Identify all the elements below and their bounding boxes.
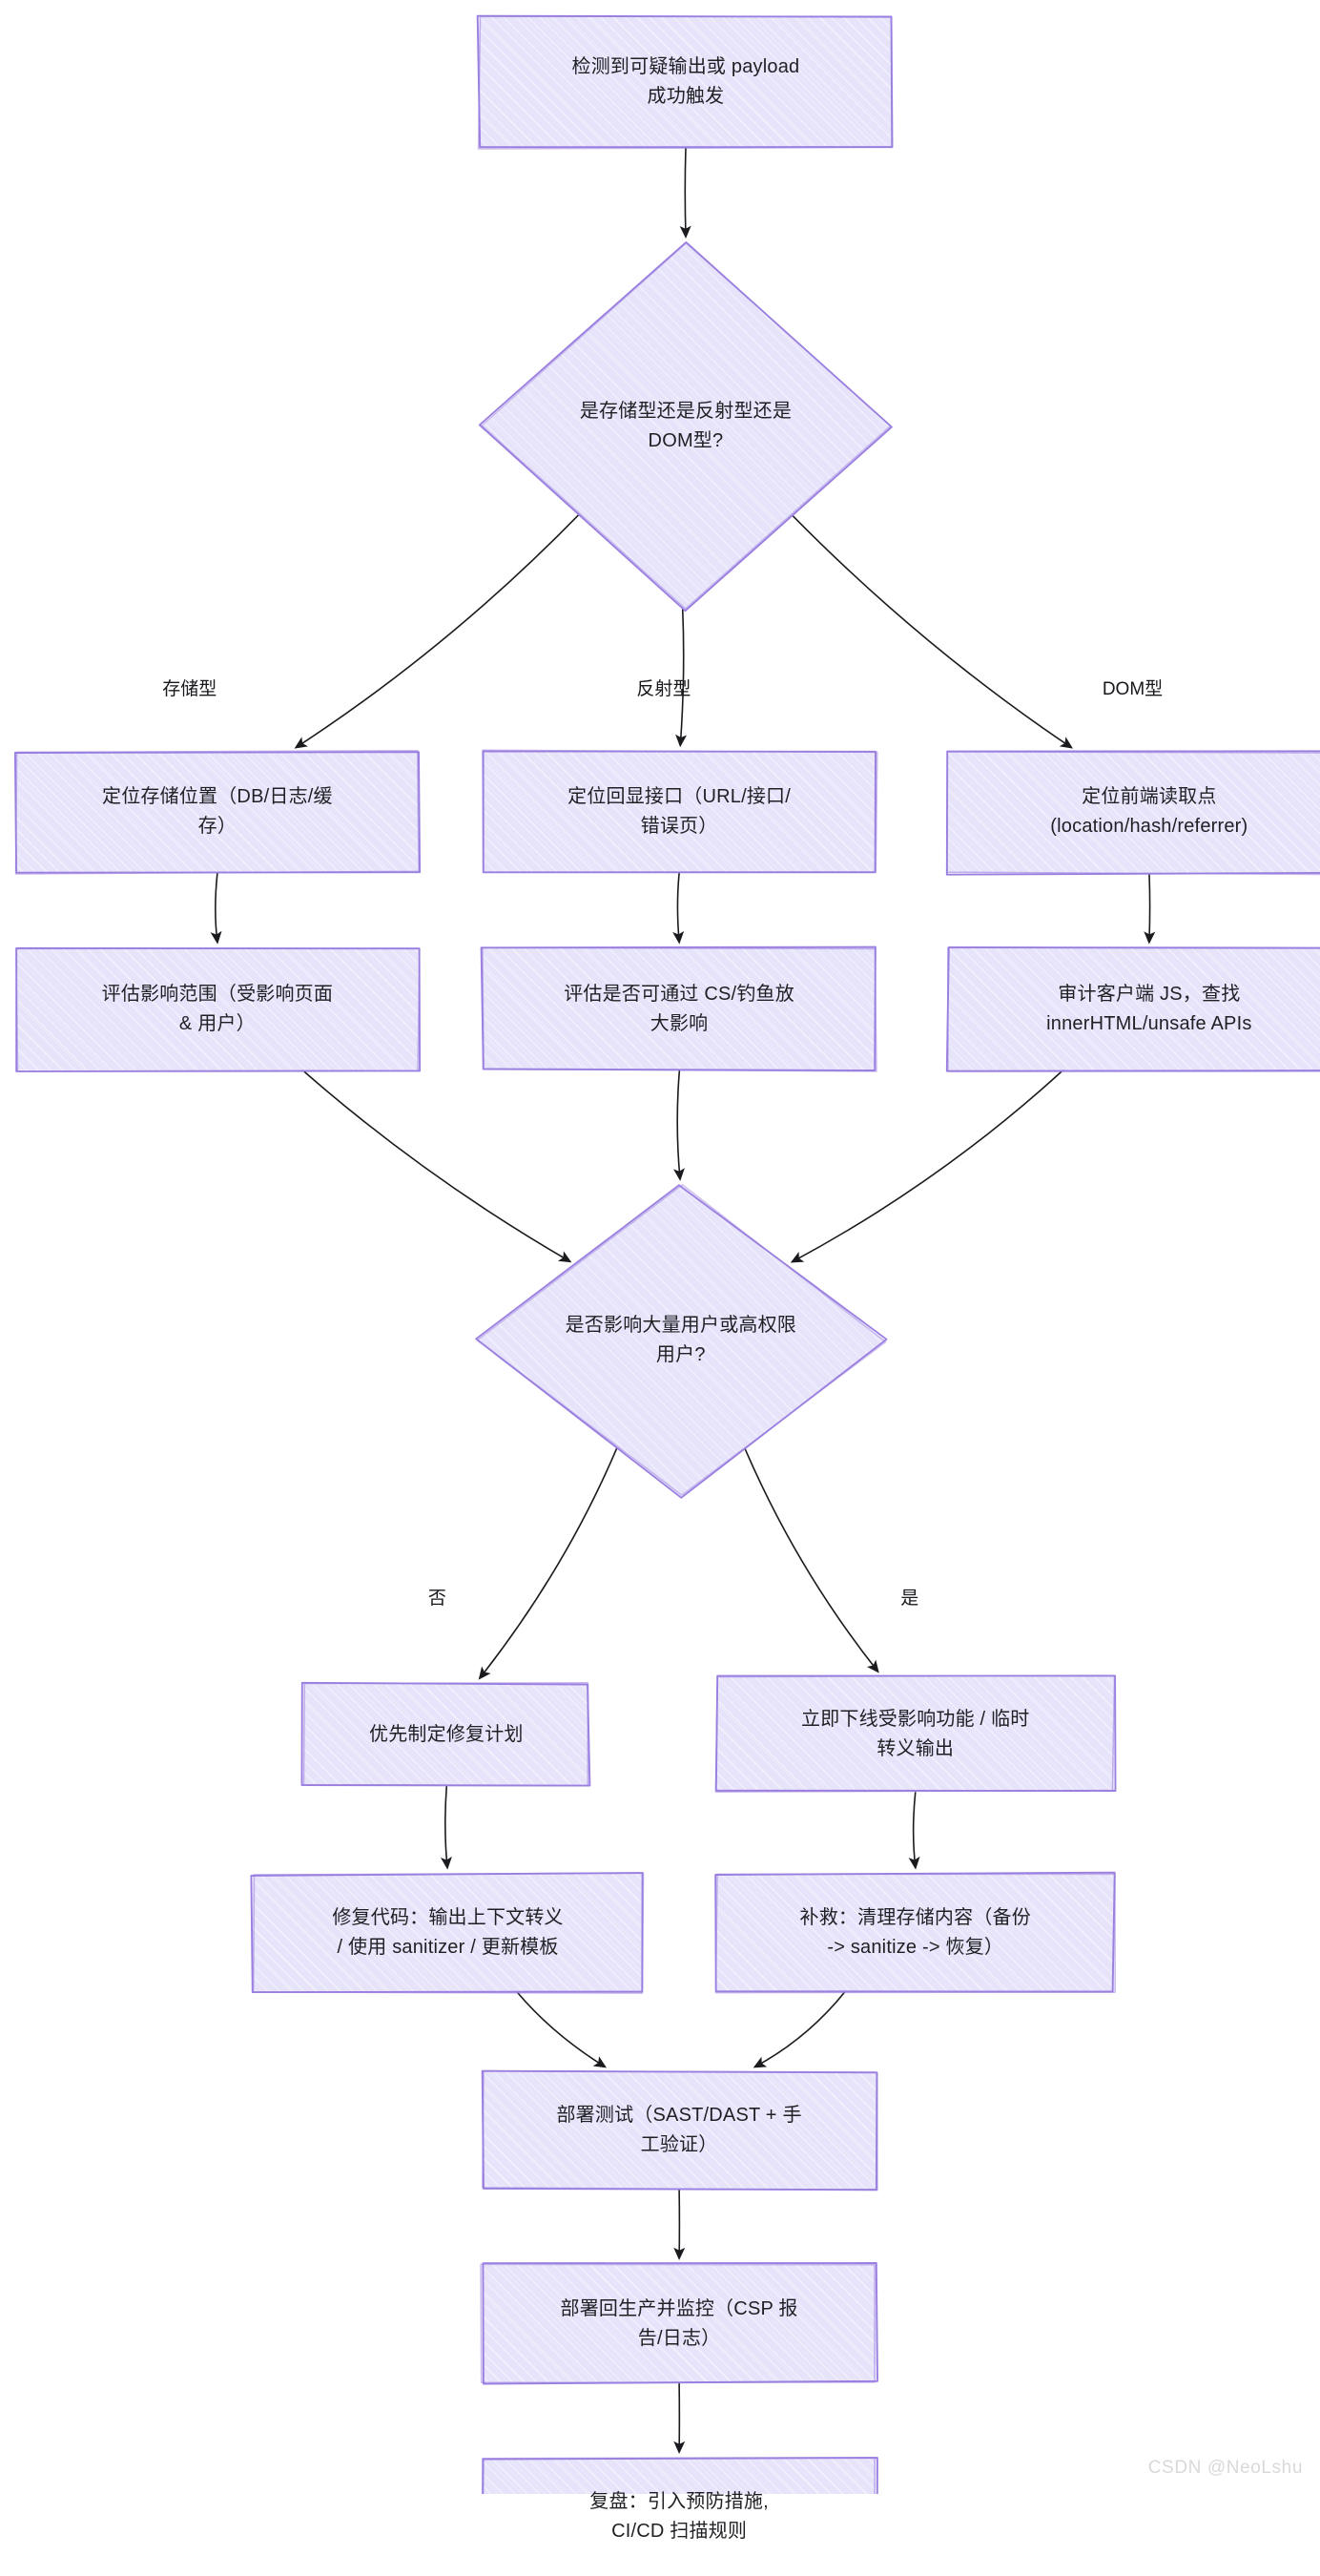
edge-n1-n2 xyxy=(685,148,686,237)
node-n8 xyxy=(947,947,1320,1071)
nodes-layer xyxy=(15,16,1320,2494)
edge-n2-n5 xyxy=(793,515,1072,747)
node-n14 xyxy=(483,2071,877,2191)
node-n6 xyxy=(16,948,420,1071)
node-n2 xyxy=(480,242,892,611)
node-n10 xyxy=(302,1683,590,1786)
node-n12 xyxy=(251,1873,643,1993)
edge-n2-n4 xyxy=(680,608,683,745)
edge-n11-n13 xyxy=(914,1792,916,1867)
node-n16 xyxy=(482,2458,877,2494)
node-n3 xyxy=(15,751,420,874)
edge-n2-n3 xyxy=(297,514,579,747)
watermark: CSDN @NeoLshu xyxy=(1148,2458,1303,2479)
edge-n5-n8 xyxy=(1149,873,1150,942)
node-n1 xyxy=(478,16,893,149)
edge-n8-n9 xyxy=(793,1070,1063,1261)
edge-n9-n11 xyxy=(745,1448,878,1672)
node-n11 xyxy=(715,1675,1115,1792)
flowchart-root: 检测到可疑输出或 payload 成功触发是存储型还是反射型还是 DOM型?定位… xyxy=(0,0,1320,2494)
flowchart-canvas xyxy=(0,0,1320,2494)
edge-n7-n9 xyxy=(677,1070,680,1178)
node-n7 xyxy=(482,947,877,1071)
edge-n9-n10 xyxy=(480,1448,617,1678)
node-n13 xyxy=(715,1873,1115,1993)
edge-n13-n14 xyxy=(755,1992,845,2067)
edge-n4-n7 xyxy=(677,873,679,942)
edge-n12-n14 xyxy=(517,1992,605,2067)
node-n5 xyxy=(947,751,1320,874)
node-n15 xyxy=(481,2263,877,2384)
node-n4 xyxy=(483,750,877,873)
edge-n6-n9 xyxy=(302,1070,569,1261)
edge-n10-n12 xyxy=(445,1785,447,1867)
edge-n3-n6 xyxy=(216,873,217,942)
node-n9 xyxy=(476,1185,887,1498)
